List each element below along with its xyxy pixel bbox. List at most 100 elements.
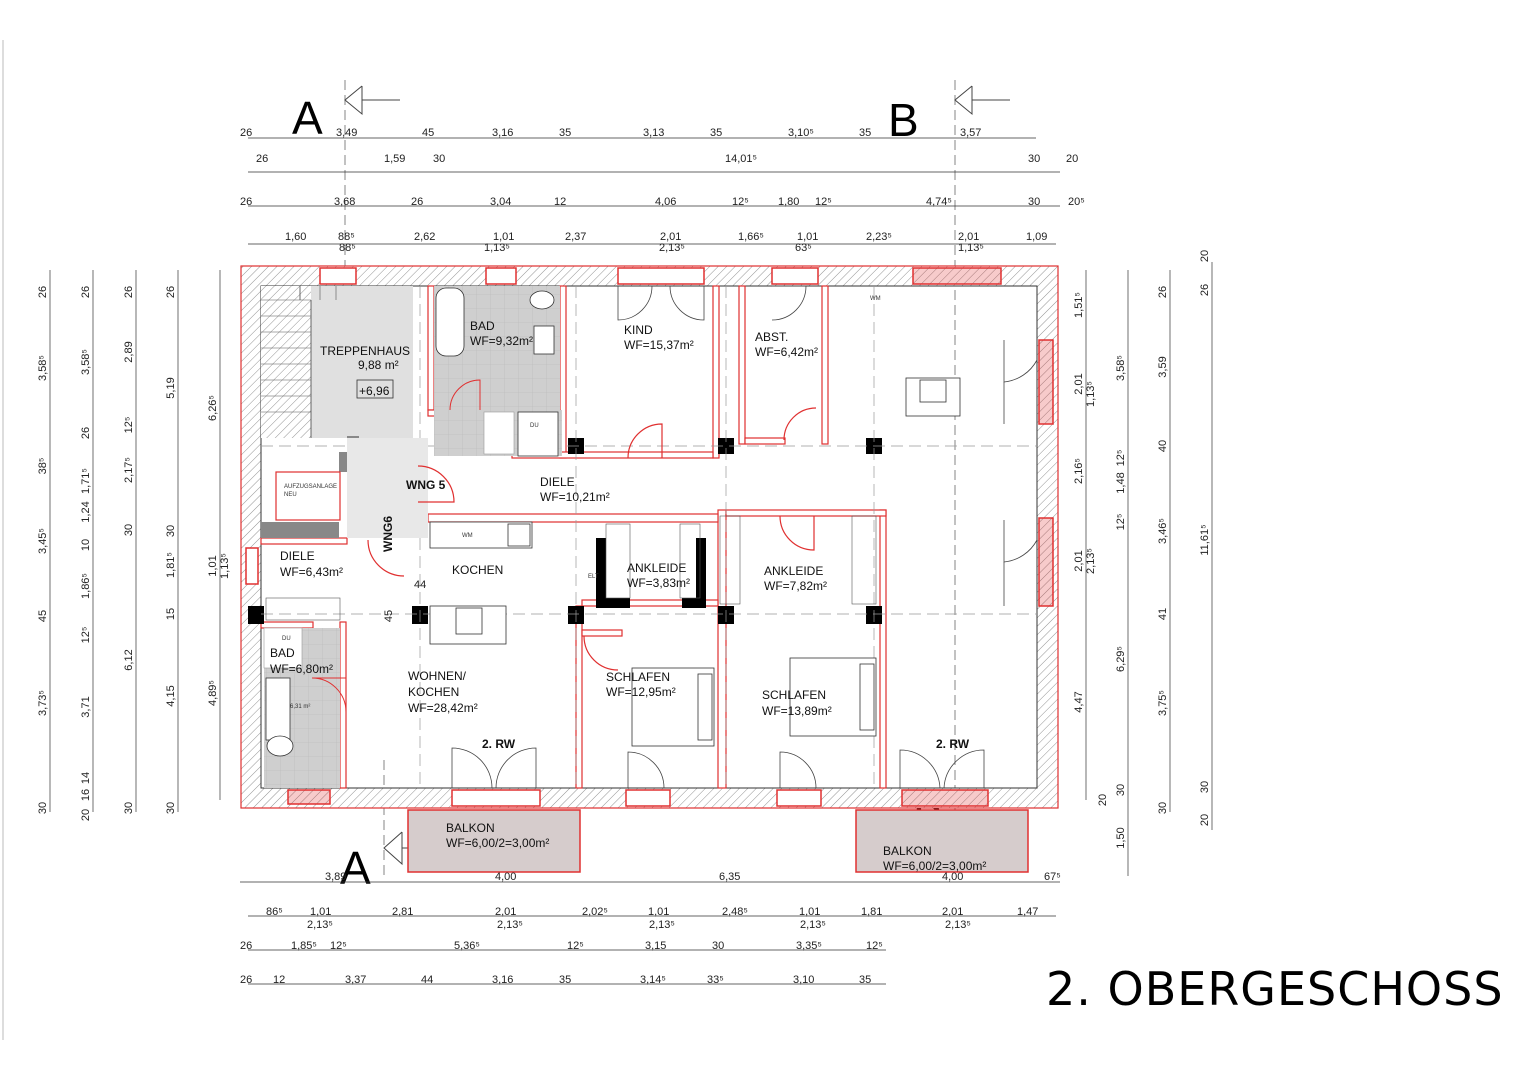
dim-left-col2-7: 12⁵ [80, 627, 92, 644]
dim-right-col1-2: 1,13⁵ [1085, 381, 1097, 407]
fixture-wm-top: WM [870, 296, 881, 302]
dim-bottom-row1-2: 2,81 [392, 906, 413, 918]
dim-top-row1-8: 35 [859, 127, 871, 139]
dim-left-col1-4: 45 [37, 610, 49, 622]
dim-top-row4-sub-3: 63⁵ [795, 242, 812, 254]
dim-right-col3-2: 40 [1157, 440, 1169, 452]
dim-bottom-row3-7: 33⁵ [707, 974, 724, 986]
dim-top-row1-6: 35 [710, 127, 722, 139]
dim-right-col2-6: 1,50 [1115, 827, 1127, 848]
room-bad-top-area: WF=9,32m² [470, 334, 533, 348]
dim-right-col1-0: 1,51⁵ [1073, 292, 1085, 318]
dim-left-col4-5: 4,15 [165, 685, 177, 706]
room-balkon1-label: BALKON [446, 821, 495, 835]
dim-bottom-row2-3: 5,36⁵ [454, 940, 480, 952]
dim-top-row3-8: 12⁵ [815, 196, 832, 208]
aufzug-shaft [275, 471, 341, 521]
dim-left-col5-2: 1,13⁵ [219, 553, 231, 579]
dim-bottom-row1-4: 2,02⁵ [582, 906, 608, 918]
room-wohnen-label: WOHNEN/ [408, 669, 467, 683]
dim-left-col1-6: 30 [37, 802, 49, 814]
dim-top-row3-11: 20⁵ [1068, 196, 1085, 208]
dim-right-col4-1: 26 [1199, 284, 1211, 296]
section-arrows [344, 85, 1010, 866]
dim-right-col1-3: 2,16⁵ [1073, 458, 1085, 484]
dim-top-row4-5: 2,01 [660, 231, 681, 243]
dim-left-col5-1: 1,01 [207, 555, 219, 576]
dim-bottom-row3-0: 26 [240, 974, 252, 986]
room-balkon2-area: WF=6,00/2=3,00m² [883, 859, 986, 873]
dim-bottom-row1-6: 2,48⁵ [722, 906, 748, 918]
dim-bottom-row1-sub-4: 2,13⁵ [945, 919, 971, 931]
dim-bottom-row0-1: 4,00 [495, 871, 516, 883]
dim-left-col3-6: 30 [123, 802, 135, 814]
dim-left-col4-3: 1,81⁵ [165, 552, 177, 578]
room-balkon2-label: BALKON [883, 844, 932, 858]
dim-left_inner-0: 44 [414, 579, 426, 591]
dim-top-row4-sub-1: 1,13⁵ [484, 242, 510, 254]
dim-top-row2-1: 1,59 [384, 153, 405, 165]
balconies [407, 809, 1029, 873]
room-diele-left-label: DIELE [280, 549, 315, 563]
dim-bottom-row0-4: 67⁵ [1044, 871, 1061, 883]
dim-bottom-row2-6: 30 [712, 940, 724, 952]
dim-right-col2-2: 1,48 [1115, 472, 1127, 493]
dim-bottom-row2-0: 26 [240, 940, 252, 952]
section-marker-a-top: A [292, 92, 323, 144]
dim-bottom-row1-sub-1: 2,13⁵ [497, 919, 523, 931]
fixture-elt: ELT [588, 574, 599, 580]
room-bad-bottom-area: WF=6,80m² [270, 662, 333, 676]
dim-right-col1-4: 2,01 [1073, 550, 1085, 571]
dim-left-col4-0: 26 [165, 286, 177, 298]
dim-right-col2-4: 6,29⁵ [1115, 646, 1127, 672]
dim-top-row4-2: 2,62 [414, 231, 435, 243]
dim-right-col2-5: 30 [1115, 784, 1127, 796]
dim-bottom-row1-3: 2,01 [495, 906, 516, 918]
dim-left-col4-4: 15 [165, 608, 177, 620]
fixture-du-bottom: DU [282, 636, 291, 642]
room-schlafen1-area: WF=12,95m² [606, 685, 676, 699]
dim-right-col1-1: 2,01 [1073, 373, 1085, 394]
dim-left-col4-6: 30 [165, 802, 177, 814]
dim-bottom-row3-9: 35 [859, 974, 871, 986]
dim-right-col3-5: 3,75⁵ [1157, 690, 1169, 716]
fixture-bad-area: 6,31 m² [290, 704, 310, 710]
dim-top-row4-8: 2,23⁵ [866, 231, 892, 243]
room-kind-label: KIND [624, 323, 653, 337]
dim-left-col3-1: 2,89 [123, 341, 135, 362]
dim-bottom-row1-sub-2: 2,13⁵ [649, 919, 675, 931]
dim-top-row3-5: 4,06 [655, 196, 676, 208]
interior-walls [260, 285, 887, 789]
dim-top-row4-10: 1,09 [1026, 231, 1047, 243]
room-labels: TREPPENHAUS 9,88 m² +6,96 BAD WF=9,32m² … [270, 296, 986, 873]
room-abst-area: WF=6,42m² [755, 345, 818, 359]
dim-bottom-row2-1: 1,85⁵ [291, 940, 317, 952]
room-ankleide2-label: ANKLEIDE [764, 564, 823, 578]
dim-top-row3-9: 4,74⁵ [926, 196, 952, 208]
dim-top-row1-0: 26 [240, 127, 252, 139]
dim-top-row1-5: 3,13 [643, 127, 664, 139]
dim-top-row2-2: 30 [433, 153, 445, 165]
dim-right-col4-4: 20 [1199, 814, 1211, 826]
aufzug-label: AUFZUGSANLAGE [284, 484, 337, 490]
dim-top-row3-1: 3,68 [334, 196, 355, 208]
room-ankleide1-area: WF=3,83m² [627, 576, 690, 590]
rw-label-right: 2. RW [936, 737, 970, 751]
fixture-wm-kitchen: WM [462, 533, 473, 539]
beds [631, 657, 877, 747]
unit-label-wng5: WNG 5 [406, 478, 446, 492]
dim-left-col2-8: 3,71 [80, 696, 92, 717]
room-diele-left-area: WF=6,43m² [280, 565, 343, 579]
dim-right-col3-0: 26 [1157, 286, 1169, 298]
dim-right-col1-6: 4,47 [1073, 691, 1085, 712]
room-balkon1-area: WF=6,00/2=3,00m² [446, 836, 549, 850]
dim-top-row3-10: 30 [1028, 196, 1040, 208]
dim-left-col3-3: 2,17⁵ [123, 457, 135, 483]
dim-left-col3-2: 12⁵ [123, 417, 135, 434]
dim-top-row3-7: 1,80 [778, 196, 799, 208]
dim-bottom-row3-1: 12 [273, 974, 285, 986]
dim-right-col2-0: 3,58⁵ [1115, 355, 1127, 381]
dim-left-col2-9: 16 [80, 789, 92, 801]
